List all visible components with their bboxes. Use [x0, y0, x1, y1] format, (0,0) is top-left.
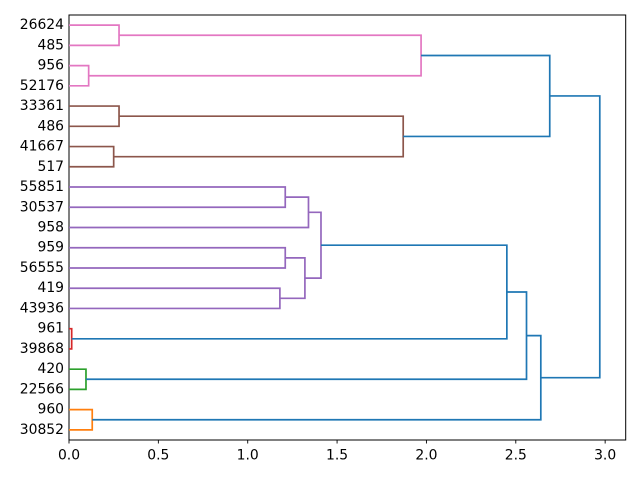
dendrogram-link-pink — [69, 64, 90, 87]
x-tick-label: 2.5 — [505, 448, 527, 464]
leaf-label: 30537 — [20, 199, 64, 215]
leaf-label: 39868 — [20, 341, 64, 357]
dendrogram-link-pink — [88, 34, 422, 77]
dendrogram-link-purple — [69, 287, 281, 310]
dendrogram-link-pink — [69, 24, 120, 47]
leaf-label: 961 — [37, 321, 64, 337]
dendrogram-link-purple — [279, 257, 306, 300]
leaf-label: 486 — [37, 118, 64, 134]
leaf-label: 30852 — [20, 422, 64, 438]
leaf-label: 956 — [37, 58, 64, 74]
dendrogram-link-orange — [69, 408, 94, 431]
leaf-label: 26624 — [20, 17, 64, 33]
dendrogram-link-blue — [92, 334, 542, 421]
dendrogram-link-green — [69, 368, 87, 391]
dendrogram-link-purple — [304, 211, 322, 279]
leaf-label: 33361 — [20, 98, 64, 114]
dendrogram-link-purple — [69, 196, 310, 229]
dendrogram-link-blue — [540, 95, 601, 379]
leaf-label: 56555 — [20, 260, 64, 276]
leaf-label: 958 — [37, 220, 64, 236]
x-tick-label: 1.5 — [326, 448, 348, 464]
leaf-label: 959 — [37, 240, 64, 256]
dendrogram-link-brown — [113, 115, 405, 158]
leaf-label: 43936 — [20, 300, 64, 316]
dendrogram-link-brown — [69, 145, 115, 168]
dendrogram-link-blue — [71, 244, 508, 340]
leaf-label: 41667 — [20, 139, 64, 155]
dendrogram-link-purple — [69, 246, 287, 269]
leaf-label: 52176 — [20, 78, 64, 94]
leaf-label: 517 — [37, 159, 64, 175]
x-tick-label: 2.0 — [415, 448, 437, 464]
leaf-label: 960 — [37, 402, 64, 418]
leaf-label: 22566 — [20, 381, 64, 397]
x-tick-label: 3.0 — [594, 448, 616, 464]
dendrogram-link-brown — [69, 105, 120, 128]
x-tick-label: 1.0 — [237, 448, 259, 464]
leaf-label: 419 — [37, 280, 64, 296]
x-tick-label: 0.5 — [147, 448, 169, 464]
x-tick-label: 0.0 — [58, 448, 80, 464]
dendrogram-link-blue — [85, 291, 528, 381]
leaf-label: 485 — [37, 37, 64, 53]
leaf-label: 420 — [37, 361, 64, 377]
leaf-label: 55851 — [20, 179, 64, 195]
dendrogram-link-purple — [69, 186, 287, 209]
dendrogram-link-blue — [403, 54, 551, 138]
